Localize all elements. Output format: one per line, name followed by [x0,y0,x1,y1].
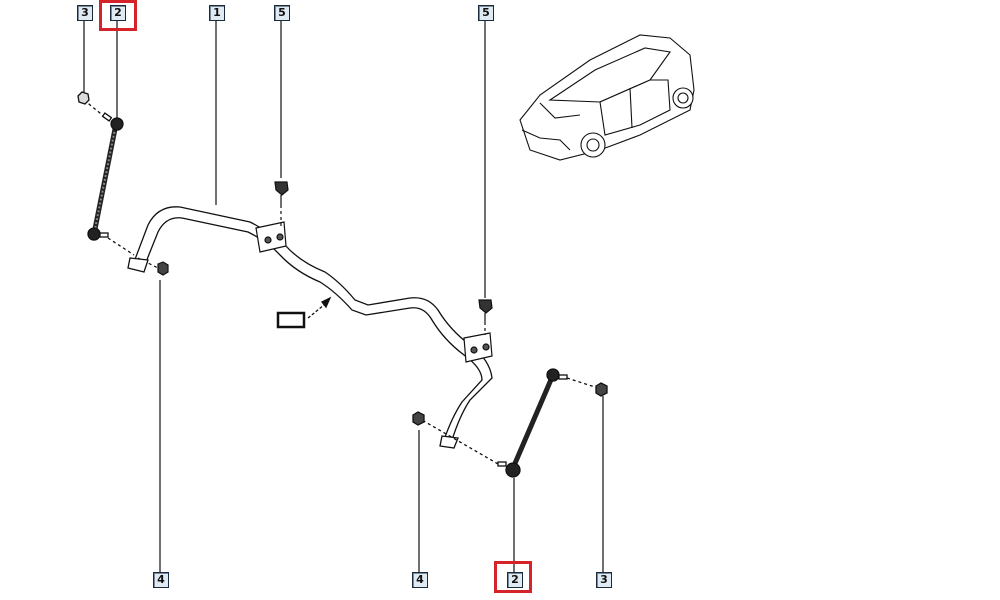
callout-2-top[interactable]: 2 [110,5,126,21]
callout-4-bottom-left[interactable]: 4 [153,572,169,588]
callout-3-bottom[interactable]: 3 [596,572,612,588]
vehicle-thumbnail-icon [519,34,695,161]
highlight-box-bottom [494,561,532,593]
callout-4-bottom-mid[interactable]: 4 [412,572,428,588]
callout-5-right[interactable]: 5 [478,5,494,21]
bracket-left [255,181,289,253]
callout-5-left[interactable]: 5 [274,5,290,21]
bracket-right [463,299,493,363]
stabilizer-link-right [412,368,608,478]
front-direction-marker [276,296,332,329]
anti-roll-bar [127,206,493,449]
callout-2-bottom[interactable]: 2 [507,572,523,588]
stabilizer-link-left [77,91,135,256]
callout-1-top[interactable]: 1 [209,5,225,21]
highlight-box-top [99,0,137,31]
callout-3-top[interactable]: 3 [77,5,93,21]
